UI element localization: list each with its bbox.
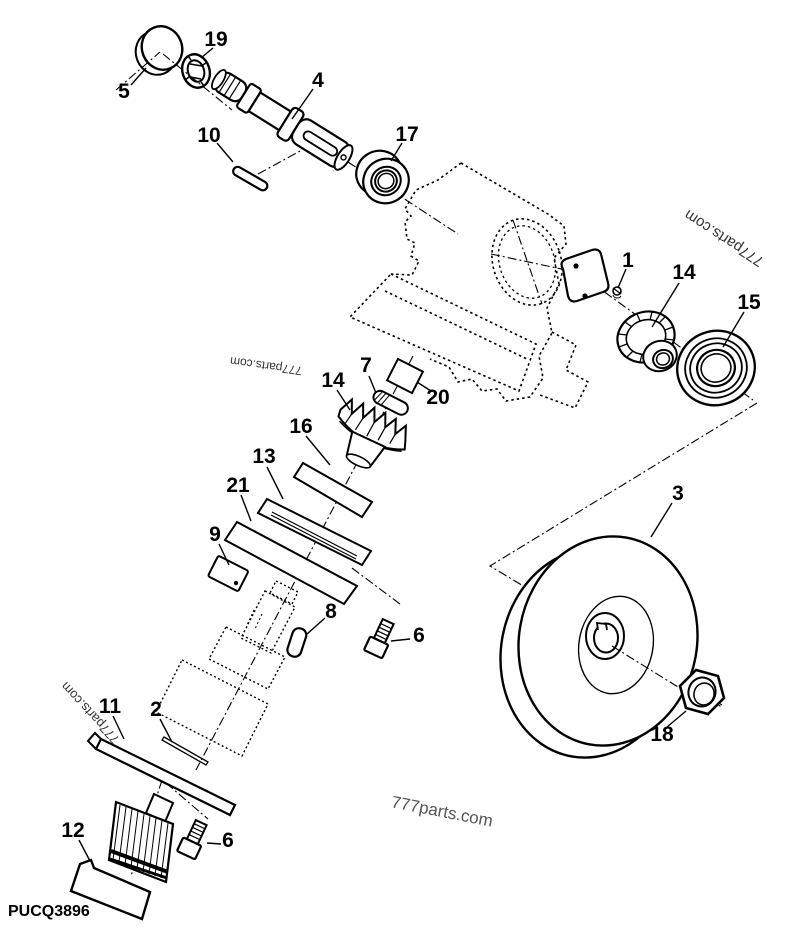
part-label-17: 17 (395, 123, 419, 146)
shim-part-13 (256, 497, 373, 567)
key-part-8 (286, 627, 308, 658)
part-label-14-right: 14 (672, 261, 696, 284)
leader-lines (78, 47, 745, 862)
bevel-gear-part-14-right (616, 310, 678, 373)
part-label-14-left: 14 (321, 369, 345, 392)
screw-part-1 (612, 286, 622, 299)
shim-part-16 (292, 461, 374, 519)
shim-part-20 (385, 357, 425, 395)
pulley-part-3 (499, 535, 699, 759)
bearing-part-15 (676, 329, 756, 407)
part-label-12: 12 (61, 819, 85, 842)
shim-part-21 (223, 520, 359, 606)
part-label-15: 15 (737, 291, 761, 314)
shaft-keyway (302, 130, 339, 157)
part-label-6-bottom: 6 (222, 829, 234, 852)
part-label-20: 20 (426, 386, 450, 409)
bearing-part-17 (355, 149, 410, 205)
pin-part-10 (232, 165, 269, 192)
bar-part-11 (86, 731, 237, 817)
diagram-code: PUCQ3896 (8, 903, 90, 920)
shaft-part-2 (161, 736, 209, 766)
input-shaft-part-4 (210, 69, 354, 171)
part-label-4: 4 (312, 69, 324, 92)
bevel-gear-part-14-left (337, 397, 407, 469)
pulley-keyway (595, 621, 608, 631)
plate-part-9 (207, 555, 249, 592)
upper-axis-centerline (115, 51, 233, 111)
part-label-8: 8 (325, 600, 337, 623)
part-label-21: 21 (226, 474, 250, 497)
bolt-part-6-bottom (176, 818, 208, 861)
housing-slab (348, 273, 537, 393)
hidden-shaft-outline (155, 580, 299, 757)
part-label-19: 19 (204, 28, 228, 51)
part-label-7: 7 (360, 354, 372, 377)
coupler-part-12 (69, 792, 175, 921)
part-label-2: 2 (150, 698, 162, 721)
hex-nut-part-18 (678, 668, 726, 716)
part-label-6-right: 6 (413, 624, 425, 647)
bolt-part-6-right (363, 617, 395, 660)
cover-plate (560, 248, 610, 303)
part-label-10: 10 (197, 124, 221, 147)
part-label-16: 16 (289, 415, 313, 438)
part-label-11: 11 (98, 695, 122, 718)
part-label-18: 18 (650, 723, 674, 746)
part-label-5: 5 (118, 80, 130, 103)
part-label-3: 3 (672, 482, 684, 505)
cap-part-5 (134, 25, 184, 76)
housing-port-opening (491, 218, 563, 306)
locknut-part-19 (180, 53, 212, 89)
part-label-1: 1 (622, 249, 634, 272)
part-label-13: 13 (252, 445, 276, 468)
gearbox-housing-outline (348, 162, 590, 409)
centerlines (130, 138, 758, 877)
part-label-9: 9 (209, 523, 221, 546)
key-part-7 (372, 389, 409, 416)
